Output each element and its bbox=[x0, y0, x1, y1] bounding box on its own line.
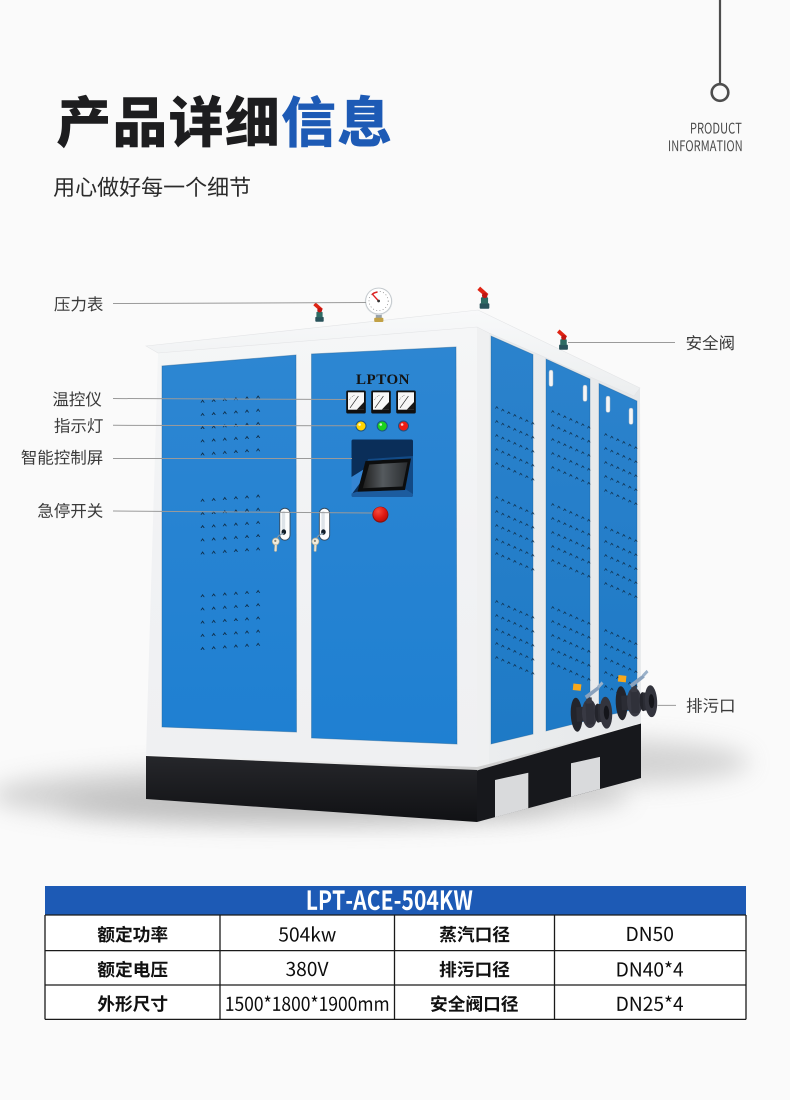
svg-text:LPTON: LPTON bbox=[356, 372, 410, 388]
